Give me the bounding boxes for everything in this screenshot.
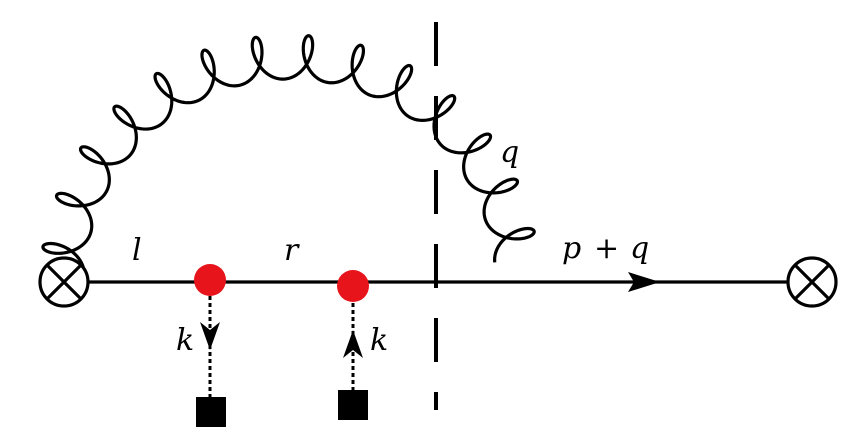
label-pq-q: q <box>630 231 649 266</box>
label-l: l <box>132 233 142 268</box>
arrow-icon <box>343 330 363 358</box>
otimes-icon <box>786 256 838 308</box>
square-source-icon <box>196 397 226 427</box>
arrow-icon <box>628 272 660 292</box>
otimes-icon <box>38 256 90 308</box>
vertex-left <box>194 264 226 296</box>
gluon-line <box>41 34 536 276</box>
label-k-left: k <box>176 323 194 358</box>
label-q: q <box>500 135 519 170</box>
vertex-right <box>337 270 369 302</box>
label-pq-p: p <box>562 231 581 266</box>
label-k-right: k <box>370 323 388 358</box>
label-pq-plus: + <box>594 231 619 266</box>
square-source-icon <box>338 390 368 420</box>
arrow-icon <box>200 322 220 350</box>
label-r: r <box>284 233 300 268</box>
